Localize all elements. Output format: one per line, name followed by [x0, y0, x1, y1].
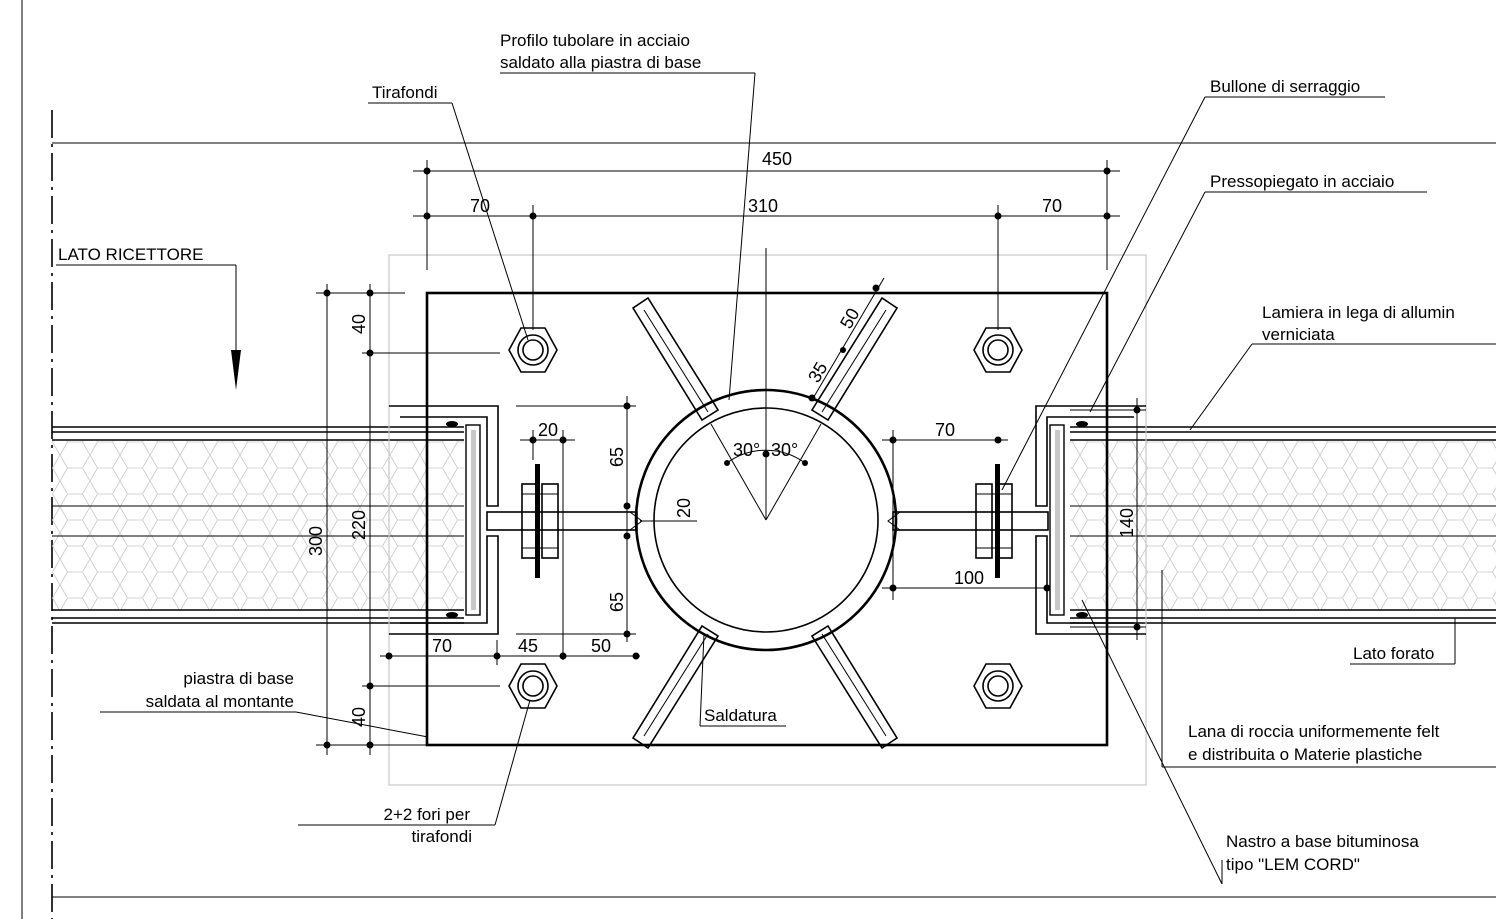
dim-45: 45 — [518, 636, 538, 656]
dim-450: 450 — [762, 149, 792, 169]
dim-140: 140 — [1117, 508, 1137, 538]
right-c-channel — [1035, 405, 1146, 635]
left-clamp-bolt — [521, 464, 559, 578]
label-tirafondi: Tirafondi — [372, 83, 438, 102]
left-panel — [52, 426, 464, 624]
dim-angle-right: 30° — [771, 440, 798, 460]
dim-40-top: 40 — [349, 314, 369, 334]
base-plate — [425, 291, 1109, 747]
dim-right-70: 70 — [1042, 196, 1062, 216]
dimension-texts: 450 70 310 70 300 220 40 40 35 50 20 65 … — [306, 149, 1137, 727]
anchor-nut-top-left — [508, 327, 558, 373]
label-lamiera-2: verniciata — [1262, 325, 1335, 344]
dim-310: 310 — [748, 196, 778, 216]
label-profilo-1: Profilo tubolare in acciaio — [500, 31, 690, 50]
stiffener-ribs — [631, 296, 899, 750]
label-nastro-1: Nastro a base bituminosa — [1226, 832, 1419, 851]
dim-20-bolt: 20 — [538, 420, 558, 440]
dim-angle-left: 30° — [733, 440, 760, 460]
right-panel — [1070, 426, 1496, 624]
label-piastra-2: saldata al montante — [146, 692, 294, 711]
label-pressopiegato: Pressopiegato in acciaio — [1210, 172, 1394, 191]
anchor-nut-top-right — [973, 327, 1023, 373]
label-fori-1: 2+2 fori per — [384, 805, 471, 824]
right-clamp-bolt — [975, 464, 1013, 578]
dim-220: 220 — [349, 510, 369, 540]
label-lana-1: Lana di roccia uniformemente felt — [1188, 722, 1440, 741]
anchor-nut-bottom-left — [508, 663, 558, 709]
left-c-channel — [389, 405, 499, 635]
dim-300: 300 — [306, 526, 326, 556]
label-lato-forato: Lato forato — [1353, 644, 1434, 663]
dim-65-upper: 65 — [607, 447, 627, 467]
label-lana-2: e distribuita o Materie plastiche — [1188, 745, 1422, 764]
label-nastro-2: tipo "LEM CORD" — [1226, 855, 1360, 874]
label-piastra-1: piastra di base — [183, 669, 294, 688]
dim-100: 100 — [954, 568, 984, 588]
foundation-outline — [388, 254, 1147, 786]
anchor-nut-bottom-right — [973, 663, 1023, 709]
dim-70-right: 70 — [935, 420, 955, 440]
dim-20-plate: 20 — [674, 498, 694, 518]
label-saldatura: Saldatura — [704, 706, 777, 725]
dim-65-lower: 65 — [607, 592, 627, 612]
label-lato-ricettore: LATO RICETTORE — [58, 245, 203, 264]
dim-40-bottom: 40 — [349, 707, 369, 727]
dim-70-bottom: 70 — [432, 636, 452, 656]
leader-lines — [56, 72, 1496, 885]
connecting-plates — [486, 511, 1049, 531]
dim-50: 50 — [836, 305, 863, 332]
text-labels: Profilo tubolare in acciaio saldato alla… — [58, 31, 1455, 874]
dim-left-70: 70 — [470, 196, 490, 216]
tubular-profile — [634, 248, 898, 652]
label-bullone: Bullone di serraggio — [1210, 77, 1360, 96]
dim-50-bottom: 50 — [591, 636, 611, 656]
dimension-lines — [316, 160, 1146, 755]
label-profilo-2: saldato alla piastra di base — [500, 53, 701, 72]
label-fori-2: tirafondi — [412, 827, 472, 846]
dim-35: 35 — [804, 359, 831, 386]
label-lamiera-1: Lamiera in lega di allumin — [1262, 303, 1455, 322]
